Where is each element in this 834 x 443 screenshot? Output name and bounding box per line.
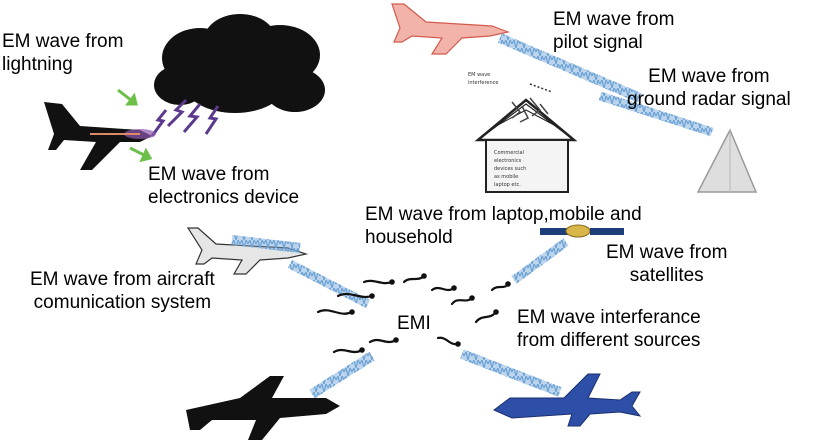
satellite-wave [511,238,569,284]
label-lightning: EM wave from lightning [2,30,123,76]
label-ground-radar: EM wave from ground radar signal [627,65,791,111]
label-line: lightning [2,54,73,75]
label-line: EM wave from aircraft [30,269,215,290]
svg-text:EM wave: EM wave [468,72,490,78]
svg-text:electronics: electronics [494,158,522,164]
emi-arrowheads [349,273,511,353]
svg-text:laptop etc.: laptop etc. [494,182,521,188]
pilot-wave [498,33,642,103]
label-line: EM wave from [648,66,770,87]
label-emi: EMI [397,313,431,334]
label-line: electronics device [148,187,300,208]
label-line: EM wave from laptop,mobile and [365,204,642,225]
label-line: EM wave interferance [517,307,701,328]
label-satellites: EM wave from satellites [606,241,727,287]
bottom-aircraft-wave [309,351,375,399]
svg-text:as mobile: as mobile [494,174,518,180]
label-line: satellites [629,265,704,286]
label-interference: EM wave interferance from different sour… [517,306,701,352]
label-line: from different sources [517,330,701,351]
cloud-icon [154,14,325,113]
label-aircraft-communication: EM wave from aircraft comunication syste… [30,268,215,314]
bottom-black-aircraft-icon [186,376,340,440]
aircraft-wave [231,235,371,309]
svg-text:interference: interference [468,80,499,86]
label-line: EM wave from [2,31,124,52]
label-line: household [365,227,453,248]
label-line: pilot signal [553,32,643,53]
pilot-aircraft-icon [391,3,511,55]
blue-aircraft-icon [493,373,642,427]
label-line: EM wave from [553,9,675,30]
ground-radar-icon [696,128,758,193]
green-arrow-icon [117,88,153,163]
radar-wave [598,91,714,137]
label-line: EM wave from [148,164,270,185]
label-electronics: EM wave from electronics device [148,163,299,209]
satellite-icon [540,224,624,238]
blue-aircraft-wave [460,349,562,397]
black-aircraft-icon [44,102,156,170]
house-icon: EM wave interference Commercial electron… [468,72,578,193]
svg-text:devices such: devices such [494,166,526,172]
lightning-bolt-icon [150,98,220,137]
label-line: ground radar signal [627,89,791,110]
label-line: EM wave from [606,242,728,263]
label-pilot-signal: EM wave from pilot signal [553,8,674,54]
label-laptop-mobile-household: EM wave from laptop,mobile and household [365,203,642,249]
svg-text:Commercial: Commercial [494,150,524,156]
label-line: comunication system [33,292,212,313]
